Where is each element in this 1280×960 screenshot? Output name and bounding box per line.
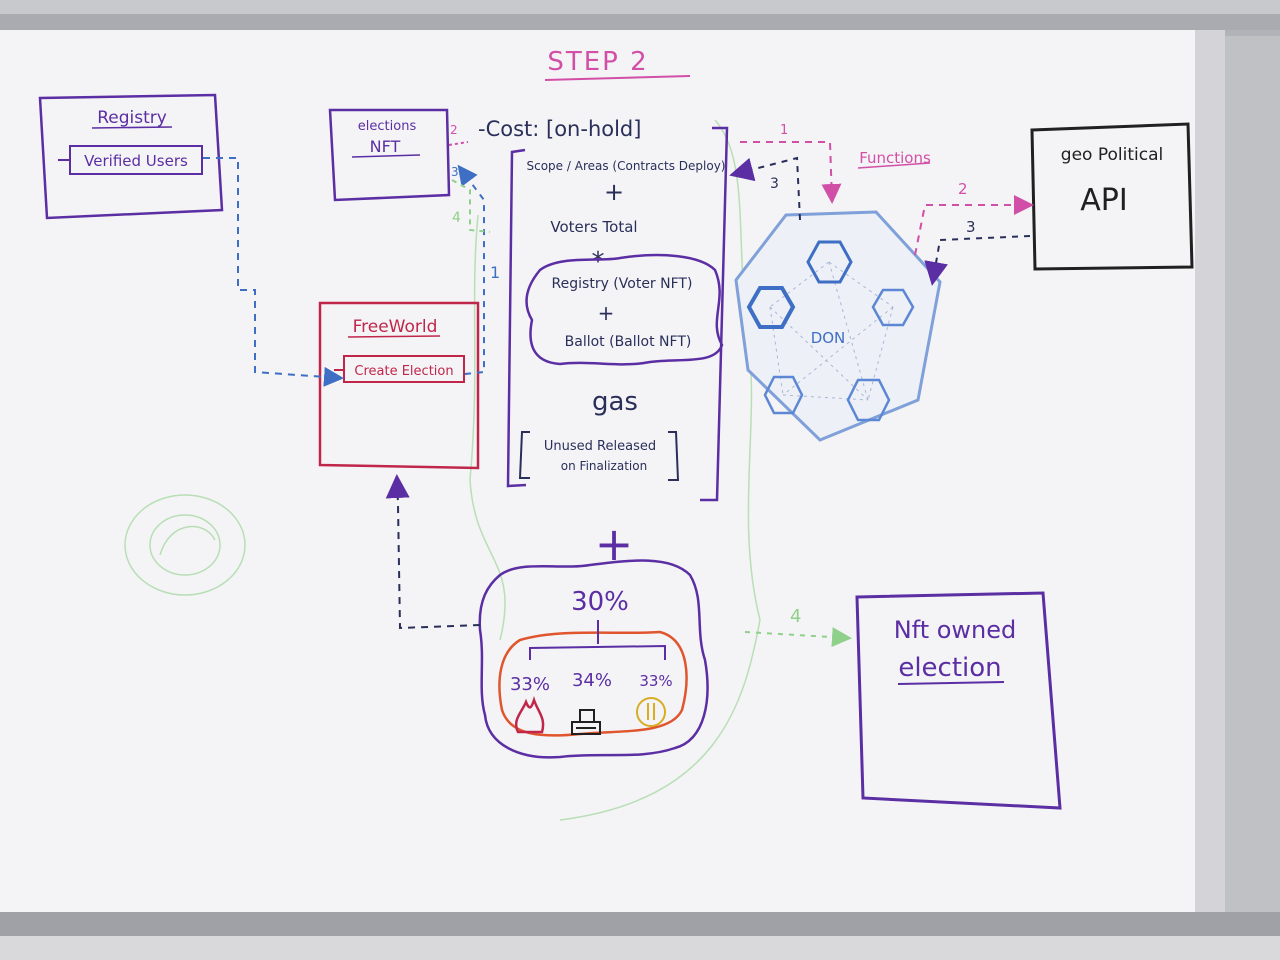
coin-icon bbox=[636, 697, 666, 727]
registry-box: Registry Verified Users bbox=[38, 93, 224, 220]
label-navy-3: 3 bbox=[966, 218, 976, 236]
cost-ballot-nft: Ballot (Ballot NFT) bbox=[565, 334, 692, 350]
fire-icon bbox=[514, 696, 545, 734]
cost-unused-line1: Unused Released bbox=[544, 439, 656, 454]
don-network: DON bbox=[734, 210, 942, 442]
erased-marks bbox=[124, 119, 761, 821]
cost-header: -Cost: [on-hold] bbox=[478, 117, 641, 141]
label-don-3: 3 bbox=[770, 176, 779, 192]
arrow-cost-to-don bbox=[740, 141, 842, 204]
arrow-don-to-cost bbox=[729, 156, 801, 221]
board-bottom-rail bbox=[0, 912, 1280, 936]
fee-split-2: 33% bbox=[639, 672, 672, 690]
don-node-1 bbox=[806, 240, 853, 284]
registry-title: Registry bbox=[97, 108, 167, 128]
cost-registry-voter-nft: Registry (Voter NFT) bbox=[552, 276, 693, 292]
building-icon bbox=[571, 709, 601, 735]
don-node-4 bbox=[763, 375, 804, 415]
cost-plus-2: + bbox=[598, 301, 615, 325]
don-node-2 bbox=[746, 286, 796, 329]
step-title: STEP 2 bbox=[547, 47, 648, 77]
arrow-green-elections bbox=[451, 179, 491, 233]
arrow-don-to-api bbox=[914, 195, 1034, 256]
label-func-1: 1 bbox=[780, 123, 788, 138]
arrows bbox=[203, 141, 1034, 648]
registry-ballot-cloud bbox=[525, 253, 724, 366]
geo-api-line1: geo Political bbox=[1061, 145, 1163, 165]
freeworld-box: FreeWorld Create Election bbox=[318, 301, 480, 470]
title-underline bbox=[544, 75, 691, 81]
don-node-5 bbox=[846, 378, 891, 422]
functions-label: Functions bbox=[859, 149, 931, 167]
nft-owned-election-box: Nft owned election bbox=[855, 591, 1062, 810]
cost-star: * bbox=[592, 247, 605, 277]
label-arrow-3: 3 bbox=[451, 165, 459, 179]
don-label: DON bbox=[811, 329, 846, 347]
elections-nft-line1: elections bbox=[358, 119, 417, 134]
fee-split-1: 34% bbox=[572, 670, 612, 691]
arrow-registry-to-freeworld bbox=[203, 157, 344, 387]
fee-total: 30% bbox=[571, 587, 629, 617]
freeworld-title: FreeWorld bbox=[353, 317, 438, 337]
label-arrow-4: 4 bbox=[452, 210, 461, 226]
cost-plus-1: + bbox=[604, 178, 624, 206]
label-pink-2: 2 bbox=[958, 180, 968, 198]
board-ledge bbox=[0, 936, 1280, 960]
geo-api-box: geo Political API bbox=[1030, 122, 1194, 271]
cost-block: -Cost: [on-hold] Scope / Areas (Contract… bbox=[478, 117, 729, 502]
registry-verified-users: Verified Users bbox=[84, 152, 188, 170]
label-green-4: 4 bbox=[790, 606, 801, 627]
elections-nft-line2: NFT bbox=[370, 137, 401, 156]
cost-voters-total: Voters Total bbox=[550, 218, 637, 236]
board-surface bbox=[0, 30, 1225, 918]
cost-scope: Scope / Areas (Contracts Deploy) bbox=[527, 159, 726, 173]
board-shadow bbox=[1195, 30, 1280, 918]
don-node-3 bbox=[871, 288, 915, 327]
label-arrow-1: 1 bbox=[490, 263, 500, 282]
nft-owned-line2: election bbox=[898, 653, 1001, 683]
nft-owned-line1: Nft owned bbox=[894, 616, 1017, 644]
label-arrow-2: 2 bbox=[450, 123, 458, 137]
fee-cloud: 30% 33% 34% 33% bbox=[478, 559, 709, 759]
geo-api-line2: API bbox=[1080, 183, 1127, 218]
arrow-fee-to-freeworld bbox=[385, 474, 481, 630]
freeworld-create-election: Create Election bbox=[354, 364, 453, 379]
cost-gas: gas bbox=[592, 387, 638, 417]
cost-unused-line2: on Finalization bbox=[561, 459, 647, 473]
fee-split-0: 33% bbox=[510, 674, 550, 695]
elections-nft-box: elections NFT bbox=[328, 108, 451, 202]
